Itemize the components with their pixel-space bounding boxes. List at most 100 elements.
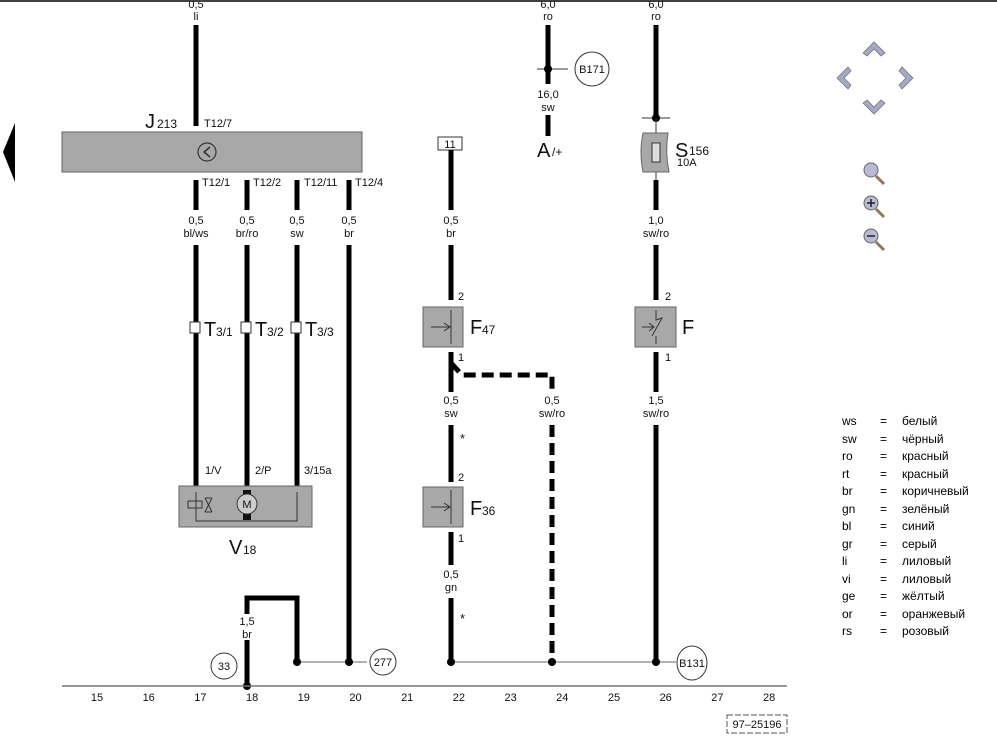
wire-size: 0,5 (544, 395, 559, 407)
svg-text:bl/ws: bl/ws (183, 228, 209, 240)
column-number: 16 (143, 692, 155, 704)
legend-code: ws (842, 414, 857, 428)
wire-c26: 6,0ro 1,0sw/ro 1,5sw/ro (642, 0, 670, 662)
wire-c22: 0,5br 0,5sw 0,5gn * * (443, 150, 465, 662)
column-number: 23 (504, 692, 516, 704)
svg-text:T: T (204, 319, 216, 341)
ref-box-11: 11 (437, 136, 463, 151)
svg-text:3/2: 3/2 (267, 325, 284, 339)
connector-277: 277 (369, 648, 397, 676)
wire-c24-battery: 6,0ro 16,0sw A/+ (537, 0, 568, 162)
legend-eq: = (880, 589, 888, 603)
wire-color: li (194, 11, 199, 23)
svg-text:6,0: 6,0 (648, 0, 663, 11)
pan-down-icon[interactable] (862, 99, 886, 115)
pan-up-icon[interactable] (862, 41, 886, 57)
column-number: 20 (349, 692, 361, 704)
svg-text:6,0: 6,0 (540, 0, 555, 11)
svg-text:18: 18 (243, 543, 257, 557)
legend-code: or (842, 606, 853, 621)
column-number: 17 (194, 692, 206, 704)
wire-c18: 0,5br/ro (236, 180, 259, 492)
svg-text:T12/2: T12/2 (253, 177, 281, 189)
legend-row: sw=чёрный (842, 431, 969, 449)
svg-text:0,5: 0,5 (341, 215, 356, 227)
svg-text:36: 36 (482, 504, 496, 518)
legend-eq: = (880, 536, 888, 551)
legend-eq: = (880, 449, 888, 463)
svg-text:16,0: 16,0 (537, 89, 558, 101)
zoom-fit-icon[interactable] (863, 162, 886, 186)
legend-code: gr (842, 536, 853, 551)
zoom-out-icon[interactable] (863, 228, 886, 252)
zoom-in-icon[interactable] (863, 195, 886, 219)
legend-code: bl (842, 519, 852, 533)
svg-text:2: 2 (458, 291, 464, 303)
svg-text:*: * (460, 611, 465, 626)
svg-text:br/ro: br/ro (236, 228, 259, 240)
connector-33: 33 (210, 652, 238, 680)
legend-row: vi=лиловый (842, 571, 969, 589)
legend-code: sw (842, 431, 857, 446)
svg-text:sw/ro: sw/ro (643, 228, 669, 240)
motor-icon (236, 493, 258, 515)
j213-control-unit (61, 131, 363, 173)
svg-text:3/1: 3/1 (216, 325, 233, 339)
wire-c19: 0,5sw (289, 180, 305, 492)
svg-text:J: J (145, 111, 155, 133)
legend-eq: = (880, 414, 888, 428)
legend-eq: = (880, 571, 888, 586)
svg-text:V: V (229, 537, 243, 559)
pan-right-icon[interactable] (898, 66, 914, 90)
legend-name: синий (902, 519, 935, 533)
pin-label: T12/7 (204, 118, 232, 130)
connector-b131: B131 (676, 645, 708, 681)
column-number: 22 (453, 692, 465, 704)
legend-eq: = (880, 554, 888, 568)
legend-row: or=оранжевый (842, 606, 969, 624)
wire-color: sw/ro (539, 408, 565, 420)
svg-text:*: * (460, 431, 465, 446)
previous-page-arrow[interactable] (3, 123, 15, 182)
svg-text:br: br (344, 228, 354, 240)
column-number: 21 (401, 692, 413, 704)
legend-row: gn=зелёный (842, 501, 969, 519)
column-number: 28 (763, 692, 775, 704)
legend-name: коричневый (902, 484, 969, 498)
column-number: 18 (246, 692, 258, 704)
pan-left-icon[interactable] (836, 66, 852, 90)
svg-text:33: 33 (218, 661, 230, 673)
legend-name: чёрный (902, 431, 944, 446)
svg-text:3/3: 3/3 (317, 325, 334, 339)
legend-row: ro=красный (842, 448, 969, 466)
svg-text:ro: ro (543, 11, 553, 23)
legend-name: лиловый (902, 554, 952, 568)
svg-text:277: 277 (374, 657, 392, 669)
svg-text:10A: 10A (677, 157, 697, 169)
legend-eq: = (880, 501, 888, 516)
svg-text:F: F (682, 317, 694, 339)
column-number: 24 (556, 692, 568, 704)
svg-text:T12/11: T12/11 (304, 177, 337, 189)
optional-wire-c24 (449, 361, 555, 392)
column-number: 25 (608, 692, 620, 704)
legend-row: ge=жёлтый (842, 588, 969, 606)
svg-text:gn: gn (445, 582, 457, 594)
svg-text:1/V: 1/V (205, 465, 222, 477)
svg-text:47: 47 (482, 323, 496, 337)
f-labels: 21 F (665, 291, 694, 364)
legend-code: li (842, 554, 848, 568)
svg-text:sw: sw (541, 102, 555, 114)
svg-text:T: T (255, 319, 267, 341)
legend-eq: = (880, 484, 888, 498)
legend-name: красный (902, 466, 949, 481)
svg-text:0,5: 0,5 (239, 215, 254, 227)
svg-text:1: 1 (458, 533, 464, 545)
legend-code: rt (842, 466, 850, 481)
svg-text:213: 213 (157, 117, 177, 131)
legend-row: li = лиловый (842, 553, 969, 571)
